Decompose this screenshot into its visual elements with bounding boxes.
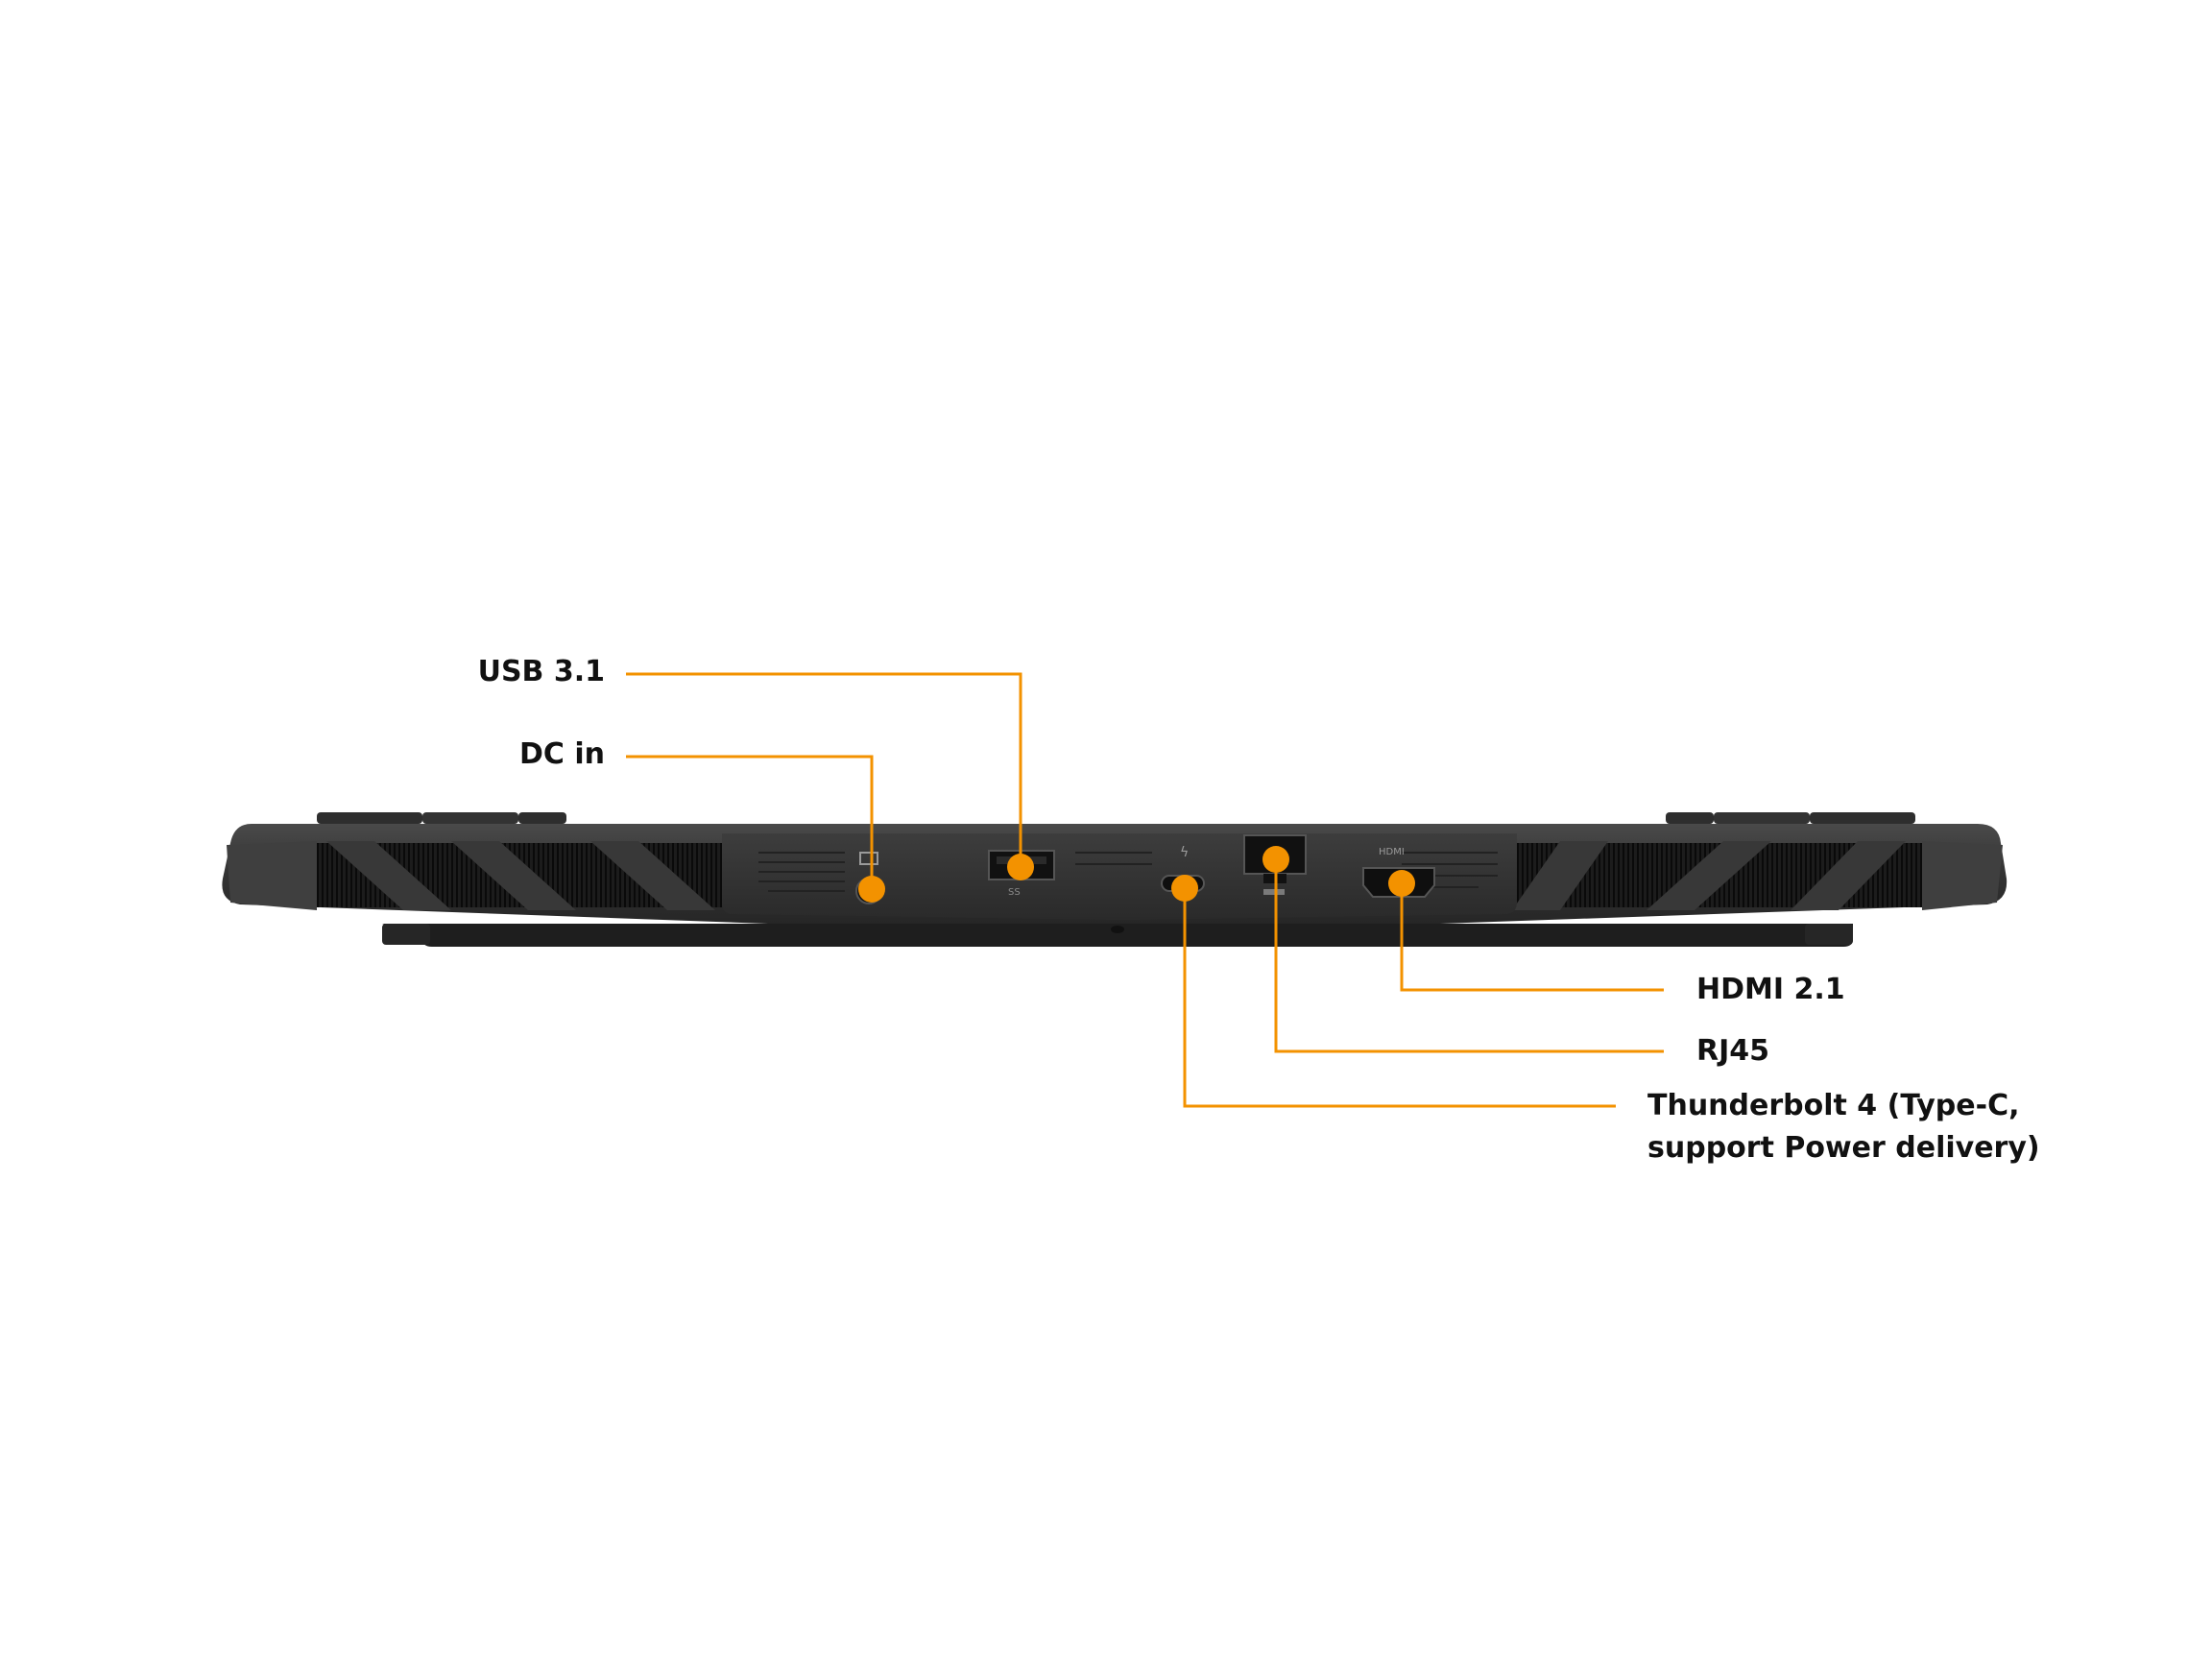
panel-grille <box>758 852 1498 892</box>
dc-leader-line <box>626 755 874 889</box>
hdmi-label: HDMI 2.1 <box>1696 973 1845 1006</box>
foot-right <box>1805 924 1853 945</box>
tb4-marker <box>1171 875 1198 902</box>
usb-label: USB 3.1 <box>477 655 605 688</box>
usb-marker <box>1007 854 1034 880</box>
rj45-leader-line <box>1274 854 1664 1053</box>
chassis-base <box>382 924 1853 947</box>
foot-left <box>382 924 430 945</box>
vent-right <box>1512 841 2003 910</box>
hdmi-leader-line <box>1400 883 1664 992</box>
callout-lines <box>626 672 1664 1108</box>
thunderbolt-label-line2: support Power delivery) <box>1647 1131 2040 1165</box>
dc-marker <box>858 876 885 903</box>
thunderbolt-icon: ϟ <box>1180 845 1189 860</box>
usb-leader-line <box>626 672 1022 867</box>
callout-markers <box>858 846 1415 903</box>
vent-left <box>227 841 722 910</box>
port-panel <box>722 833 1517 920</box>
deck-top-edge <box>317 812 1915 824</box>
tb4-leader-line <box>1183 888 1616 1108</box>
screw-hole <box>1111 926 1124 933</box>
thunderbolt-label-line1: Thunderbolt 4 (Type-C, <box>1647 1089 2020 1122</box>
hdmi-port-label: HDMI <box>1379 847 1405 857</box>
rj45-marker <box>1262 846 1289 873</box>
hdmi-marker <box>1388 870 1415 897</box>
rj45-label: RJ45 <box>1696 1034 1770 1068</box>
dc-in-label: DC in <box>518 737 605 771</box>
usb-port-label: SS <box>1008 887 1021 898</box>
